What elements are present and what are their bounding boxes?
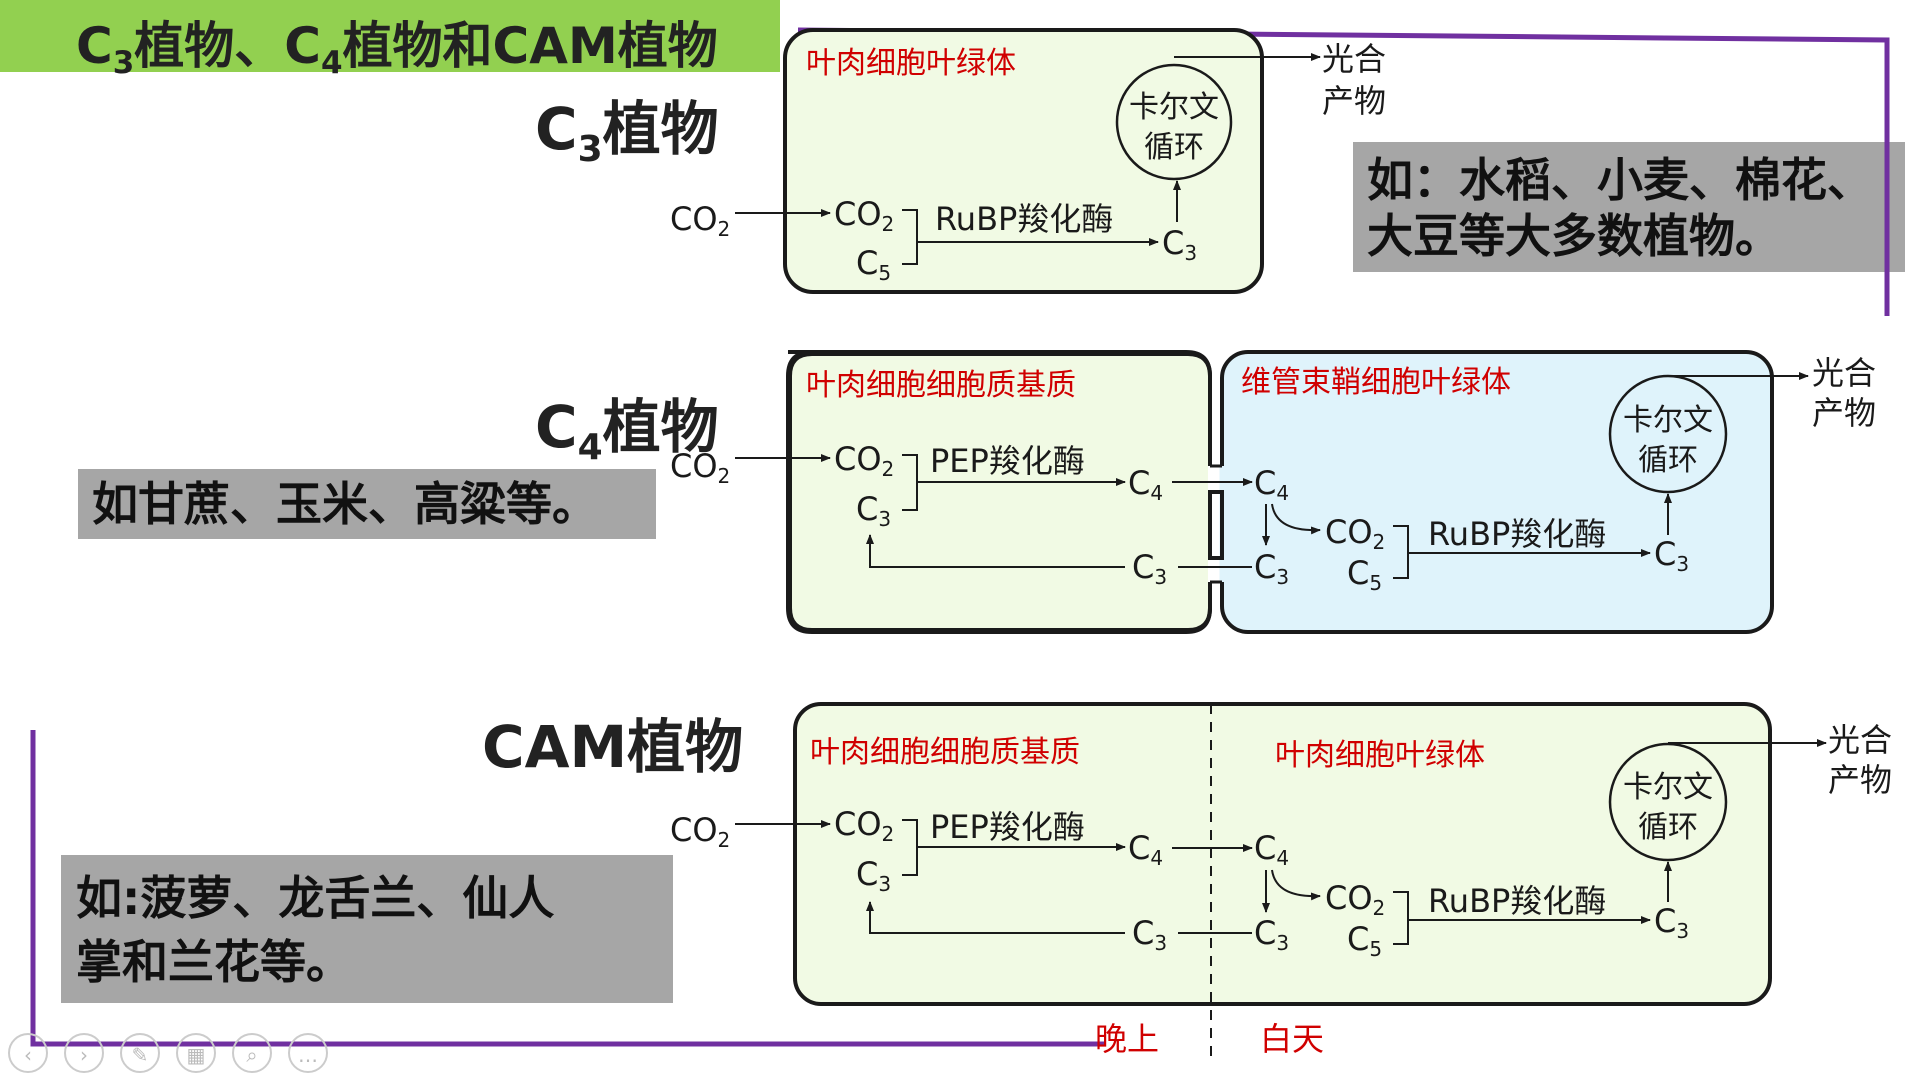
cam-calvin-label-1: 卡尔文	[1623, 770, 1713, 805]
c3-example-box	[1353, 142, 1905, 272]
cam-example-text: 如:菠萝、龙舌兰、仙人掌和兰花等。	[76, 871, 555, 989]
cam-c3-night: C3	[1132, 914, 1167, 955]
c4-mesophyll-outline	[788, 352, 1212, 632]
c4-mesophyll-fill	[790, 354, 1208, 630]
cam-c3-inner: C3	[856, 855, 891, 896]
cam-cell-box	[793, 702, 1772, 1006]
c4-compartment-left-label: 叶肉细胞细胞质基质	[806, 368, 1076, 403]
cam-calvin-label-2: 循环	[1638, 810, 1698, 845]
back-icon[interactable]: ‹	[8, 1033, 48, 1073]
c3-calvin-cycle-circle	[1115, 63, 1233, 181]
c4-example-box	[78, 469, 656, 539]
c4-co2-input: CO2	[670, 447, 730, 488]
c3-co2-inner: CO2	[834, 195, 894, 236]
c3-chloroplast-box	[783, 28, 1264, 294]
c3-calvin-label-1: 卡尔文	[1129, 90, 1219, 125]
cam-c5-day: C5	[1347, 920, 1382, 961]
cam-c3-recycle-arrow	[866, 901, 1125, 934]
cam-heading: CAM植物	[482, 713, 744, 781]
c3-c5: C5	[856, 244, 891, 285]
c3-co2-input: CO2	[670, 200, 730, 241]
c4-calvin-label-2: 循环	[1638, 443, 1698, 478]
c4-compartment-right-label: 维管束鞘细胞叶绿体	[1241, 365, 1511, 400]
cam-day-bracket	[1393, 891, 1409, 945]
cam-co2-release-arrow	[1271, 869, 1321, 901]
pen-icon[interactable]: ✎	[120, 1033, 160, 1073]
cam-co2-input: CO2	[670, 811, 730, 852]
c4-c3-recycle-arrow	[866, 534, 1125, 568]
cam-example-box	[61, 855, 673, 1003]
c4-plasmodesma-channel	[1208, 490, 1224, 560]
c4-c3-product: C3	[1654, 535, 1689, 576]
cam-c4-day: C4	[1254, 829, 1289, 870]
c4-example-text: 如甘蔗、玉米、高粱等。	[92, 477, 598, 531]
more-icon[interactable]: …	[288, 1033, 328, 1073]
c4-c3-inner: C3	[856, 490, 891, 531]
c3-example-text: 如：水稻、小麦、棉花、大豆等大多数植物。	[1367, 153, 1873, 263]
c3-product-label-2: 产物	[1322, 82, 1386, 120]
c4-co2-bundle: CO2	[1325, 513, 1385, 554]
cam-c3-day: C3	[1254, 914, 1289, 955]
c4-product-label-1: 光合	[1812, 354, 1876, 392]
cam-co2-day: CO2	[1325, 879, 1385, 920]
c3-c3-product: C3	[1162, 224, 1197, 265]
cam-c4-night: C4	[1128, 829, 1163, 870]
cam-pep-enzyme: PEP羧化酶	[930, 808, 1085, 846]
c4-product-label-2: 产物	[1812, 394, 1876, 432]
c3-bracket	[902, 209, 918, 265]
title-bar	[0, 0, 780, 72]
forward-icon[interactable]: ›	[64, 1033, 104, 1073]
c4-c4-bundle: C4	[1254, 464, 1289, 505]
cam-product-label-1: 光合	[1828, 721, 1892, 759]
c4-c3-meso: C3	[1132, 548, 1167, 589]
c4-rubp-enzyme: RuBP羧化酶	[1428, 515, 1606, 553]
cam-rubp-enzyme: RuBP羧化酶	[1428, 882, 1606, 920]
cam-night-label: 晚上	[1095, 1020, 1159, 1058]
c4-c4-meso: C4	[1128, 464, 1163, 505]
c4-co2-release-arrow	[1271, 503, 1321, 535]
c3-calvin-label-2: 循环	[1144, 130, 1204, 165]
c4-heading: C4植物	[535, 393, 719, 468]
c4-pep-enzyme: PEP羧化酶	[930, 442, 1085, 480]
c3-rubp-enzyme: RuBP羧化酶	[935, 200, 1113, 238]
c4-co2-inner: CO2	[834, 440, 894, 481]
cam-product-label-2: 产物	[1828, 761, 1892, 799]
c3-compartment-label: 叶肉细胞叶绿体	[806, 46, 1016, 81]
slides-icon[interactable]: ▦	[176, 1033, 216, 1073]
c4-c5-bundle: C5	[1347, 554, 1382, 595]
page-title: C3植物、C4植物和CAM植物	[76, 17, 718, 81]
c3-heading: C3植物	[535, 95, 719, 170]
cam-c3-product: C3	[1654, 902, 1689, 943]
cam-compartment-right-label: 叶肉细胞叶绿体	[1275, 738, 1485, 773]
c3-product-label-1: 光合	[1322, 40, 1386, 78]
c4-c3-bundle: C3	[1254, 548, 1289, 589]
cam-compartment-left-label: 叶肉细胞细胞质基质	[810, 735, 1080, 770]
c4-calvin-label-1: 卡尔文	[1623, 403, 1713, 438]
cam-co2-inner: CO2	[834, 805, 894, 846]
cam-day-label: 白天	[1260, 1020, 1324, 1058]
zoom-icon[interactable]: ⌕	[232, 1033, 272, 1073]
